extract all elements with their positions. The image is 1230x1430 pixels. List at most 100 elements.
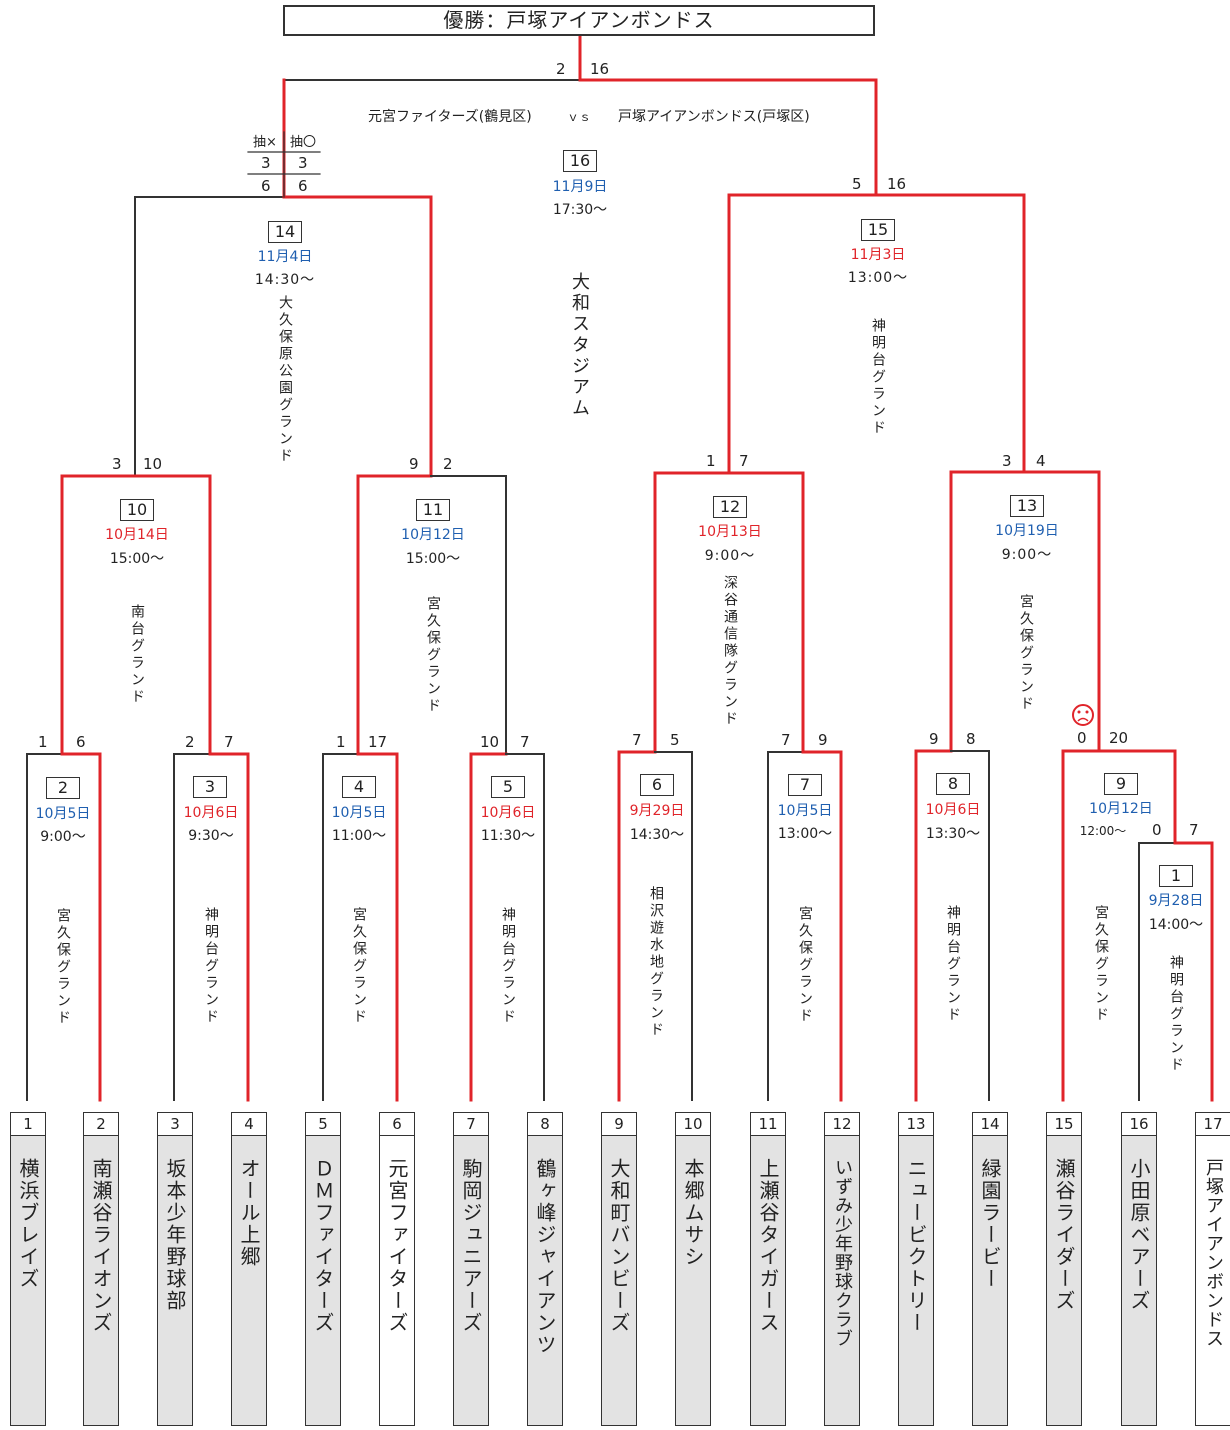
match-number: 8 <box>936 773 970 795</box>
match-score-right: 5 <box>670 731 680 749</box>
match-score-left: 3 <box>112 455 122 473</box>
match-score-right: 4 <box>1036 452 1046 470</box>
match-date: 9月29日 <box>629 803 685 819</box>
team-name: 大和町バンビーズ <box>607 1158 631 1334</box>
match-date: 10月5日 <box>777 803 833 819</box>
team-number: 10 <box>676 1113 710 1136</box>
team-name: 横浜ブレイズ <box>16 1158 40 1290</box>
match-score-left: 1 <box>38 733 48 751</box>
lot-right-label: 抽〇 <box>290 135 317 150</box>
team-card: 10 本郷ムサシ <box>675 1112 711 1426</box>
team-name: ニュービクトリー <box>904 1158 928 1334</box>
team-name: 緑園ラービー <box>978 1158 1002 1290</box>
match-number: 1 <box>1159 865 1193 887</box>
match-number: 2 <box>46 777 80 799</box>
lot-row2-left: 6 <box>261 177 271 195</box>
match-number: 11 <box>416 499 450 521</box>
match-venue: 神明台グランド <box>945 905 961 1024</box>
match-time: 12:00～ <box>1079 824 1127 838</box>
match-date: 10月5日 <box>331 805 387 821</box>
match-venue: 神明台グランド <box>500 907 516 1026</box>
team-name: 本郷ムサシ <box>681 1158 705 1268</box>
match-score-left: 7 <box>632 731 642 749</box>
match-time: 13:00～ <box>847 270 909 286</box>
match-time: 11:00～ <box>331 828 387 844</box>
match-number-16: 16 <box>563 150 597 172</box>
match-time: 15:00～ <box>405 551 461 567</box>
match-date: 10月12日 <box>1089 801 1153 817</box>
lot-left-label: 抽× <box>253 135 277 150</box>
match-venue: 南台グランド <box>129 604 145 706</box>
team-number: 13 <box>899 1113 933 1136</box>
match-number: 10 <box>120 499 154 521</box>
match-date: 10月6日 <box>183 805 239 821</box>
match-number: 13 <box>1010 495 1044 517</box>
match-number: 9 <box>1104 773 1138 795</box>
match-venue: 神明台グランド <box>870 318 886 437</box>
match-score-right: 7 <box>224 733 234 751</box>
team-card: 14 緑園ラービー <box>972 1112 1008 1426</box>
final-date: 11月9日 <box>552 179 608 195</box>
match-time: 13:00～ <box>777 826 833 842</box>
match-time: 14:30～ <box>254 272 316 288</box>
team-name: 坂本少年野球部 <box>163 1158 187 1312</box>
match-score-right: 10 <box>143 455 163 473</box>
winner-title: 優勝：戸塚アイアンボンドス <box>283 5 875 36</box>
team-number: 11 <box>751 1113 785 1136</box>
team-number: 1 <box>11 1113 45 1136</box>
team-name: 戸塚アイアンボンドス <box>1203 1158 1224 1348</box>
match-venue: 相沢遊水地グランド <box>648 886 664 1039</box>
match-score-right: 7 <box>520 733 530 751</box>
match-venue: 宮久保グランド <box>351 907 367 1026</box>
match-score-left: 1 <box>706 452 716 470</box>
team-name: 南瀬谷ライオンズ <box>89 1158 113 1334</box>
match-time: 14:30～ <box>629 827 685 843</box>
match-venue: 宮久保グランド <box>425 596 441 715</box>
team-number: 8 <box>528 1113 562 1136</box>
team-number: 15 <box>1047 1113 1081 1136</box>
team-number: 7 <box>454 1113 488 1136</box>
team-number: 14 <box>973 1113 1007 1136</box>
match-date: 10月19日 <box>995 523 1059 539</box>
match-venue: 神明台グランド <box>203 907 219 1026</box>
match-score-left: 5 <box>852 175 862 193</box>
match-date: 10月14日 <box>105 527 169 543</box>
match-score-left: 2 <box>185 733 195 751</box>
team-card: 16 小田原ベアーズ <box>1121 1112 1157 1426</box>
match-number: 12 <box>713 496 747 518</box>
match-time: 9:30～ <box>188 828 234 844</box>
match-score-left: 10 <box>480 733 500 751</box>
match-score-left: 9 <box>409 455 419 473</box>
match-score-right: 7 <box>1189 821 1199 839</box>
match-score-right: 7 <box>739 452 749 470</box>
match-score-right: 6 <box>76 733 86 751</box>
team-card: 1 横浜ブレイズ <box>10 1112 46 1426</box>
team-number: 6 <box>380 1113 414 1136</box>
final-left-team: 元宮ファイターズ(鶴見区) <box>368 109 532 125</box>
team-name: いずみ少年野球クラブ <box>832 1158 853 1348</box>
match-time: 9:00～ <box>704 548 756 564</box>
team-number: 3 <box>158 1113 192 1136</box>
match-score-left: 7 <box>781 731 791 749</box>
final-score-left: 2 <box>556 60 566 78</box>
team-name: 小田原ベアーズ <box>1127 1158 1151 1312</box>
team-card: 7 駒岡ジュニアーズ <box>453 1112 489 1426</box>
match-number: 3 <box>193 776 227 798</box>
team-name: 鶴ヶ峰ジャイアンツ <box>533 1158 557 1356</box>
match-score-right: 20 <box>1109 729 1129 747</box>
team-name: ＤＭファイターズ <box>311 1158 335 1334</box>
team-name: 駒岡ジュニアーズ <box>459 1158 483 1334</box>
team-name: オール上郷 <box>237 1158 261 1268</box>
match-time: 13:30～ <box>925 826 981 842</box>
team-number: 16 <box>1122 1113 1156 1136</box>
final-venue: 大和スタジアム <box>569 272 590 419</box>
team-card: 8 鶴ヶ峰ジャイアンツ <box>527 1112 563 1426</box>
match-date: 10月12日 <box>401 527 465 543</box>
match-date: 10月6日 <box>480 805 536 821</box>
